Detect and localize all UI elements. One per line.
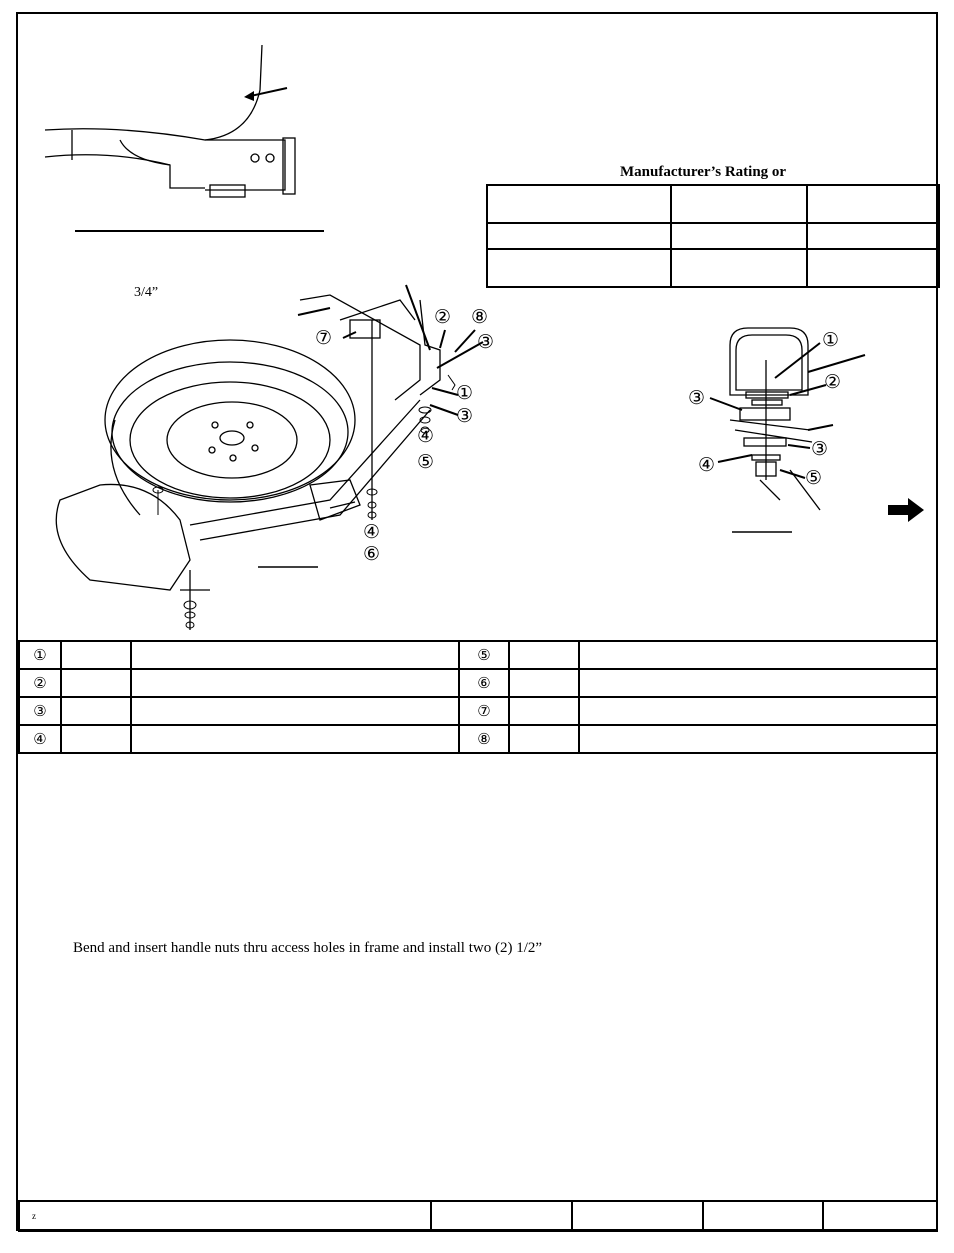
detail-callout-3: ③ bbox=[688, 387, 706, 409]
part-number: ⑦ bbox=[458, 696, 510, 726]
detail-callout-5: ⑤ bbox=[805, 467, 823, 489]
table-row: ④ ⑧ bbox=[18, 724, 938, 754]
detail-diagram bbox=[729, 327, 821, 511]
callout-2: ② bbox=[434, 306, 452, 328]
next-page-arrow bbox=[888, 498, 924, 522]
part-number: ① bbox=[18, 640, 62, 670]
instruction-step: Bend and insert handle nuts thru access … bbox=[73, 940, 543, 956]
rating-row bbox=[486, 184, 940, 224]
table-row: ① ⑤ bbox=[18, 640, 938, 670]
callout-3: ③ bbox=[477, 331, 495, 353]
parts-table: ① ⑤ ② ⑥ ③ ⑦ ④ ⑧ bbox=[18, 640, 938, 754]
hardware-stack bbox=[152, 374, 456, 629]
dimension-label: 3/4” bbox=[134, 285, 159, 300]
callout-4: ④ bbox=[417, 425, 435, 447]
detail-callout-2: ② bbox=[824, 371, 842, 393]
receiver-sketch bbox=[44, 44, 296, 198]
table-row: ③ ⑦ bbox=[18, 696, 938, 726]
rating-table bbox=[486, 184, 940, 288]
rating-table-title: Manufacturer’s Rating or bbox=[620, 164, 787, 180]
rating-row bbox=[486, 222, 940, 250]
part-number: ⑥ bbox=[458, 668, 510, 698]
rating-row bbox=[486, 248, 940, 288]
part-number: ② bbox=[18, 668, 62, 698]
footer-table: z bbox=[18, 1200, 938, 1232]
detail-arrows bbox=[709, 342, 866, 479]
detail-callout-1: ① bbox=[822, 329, 840, 351]
callout-4b: ④ bbox=[363, 521, 381, 543]
main-arrows bbox=[297, 284, 484, 416]
callout-7: ⑦ bbox=[315, 327, 333, 349]
callout-3b: ③ bbox=[456, 405, 474, 427]
callout-8: ⑧ bbox=[471, 306, 489, 328]
footer-cell: z bbox=[18, 1200, 432, 1232]
part-number: ⑤ bbox=[458, 640, 510, 670]
table-row: ② ⑥ bbox=[18, 668, 938, 698]
detail-callout-3b: ③ bbox=[811, 438, 829, 460]
callout-5: ⑤ bbox=[417, 451, 435, 473]
part-number: ④ bbox=[18, 724, 62, 754]
tire-diagram bbox=[55, 294, 441, 630]
callout-6: ⑥ bbox=[363, 543, 381, 565]
footer-row: z bbox=[18, 1200, 938, 1232]
callout-1: ① bbox=[456, 382, 474, 404]
part-number: ③ bbox=[18, 696, 62, 726]
detail-callout-4: ④ bbox=[698, 454, 716, 476]
part-number: ⑧ bbox=[458, 724, 510, 754]
